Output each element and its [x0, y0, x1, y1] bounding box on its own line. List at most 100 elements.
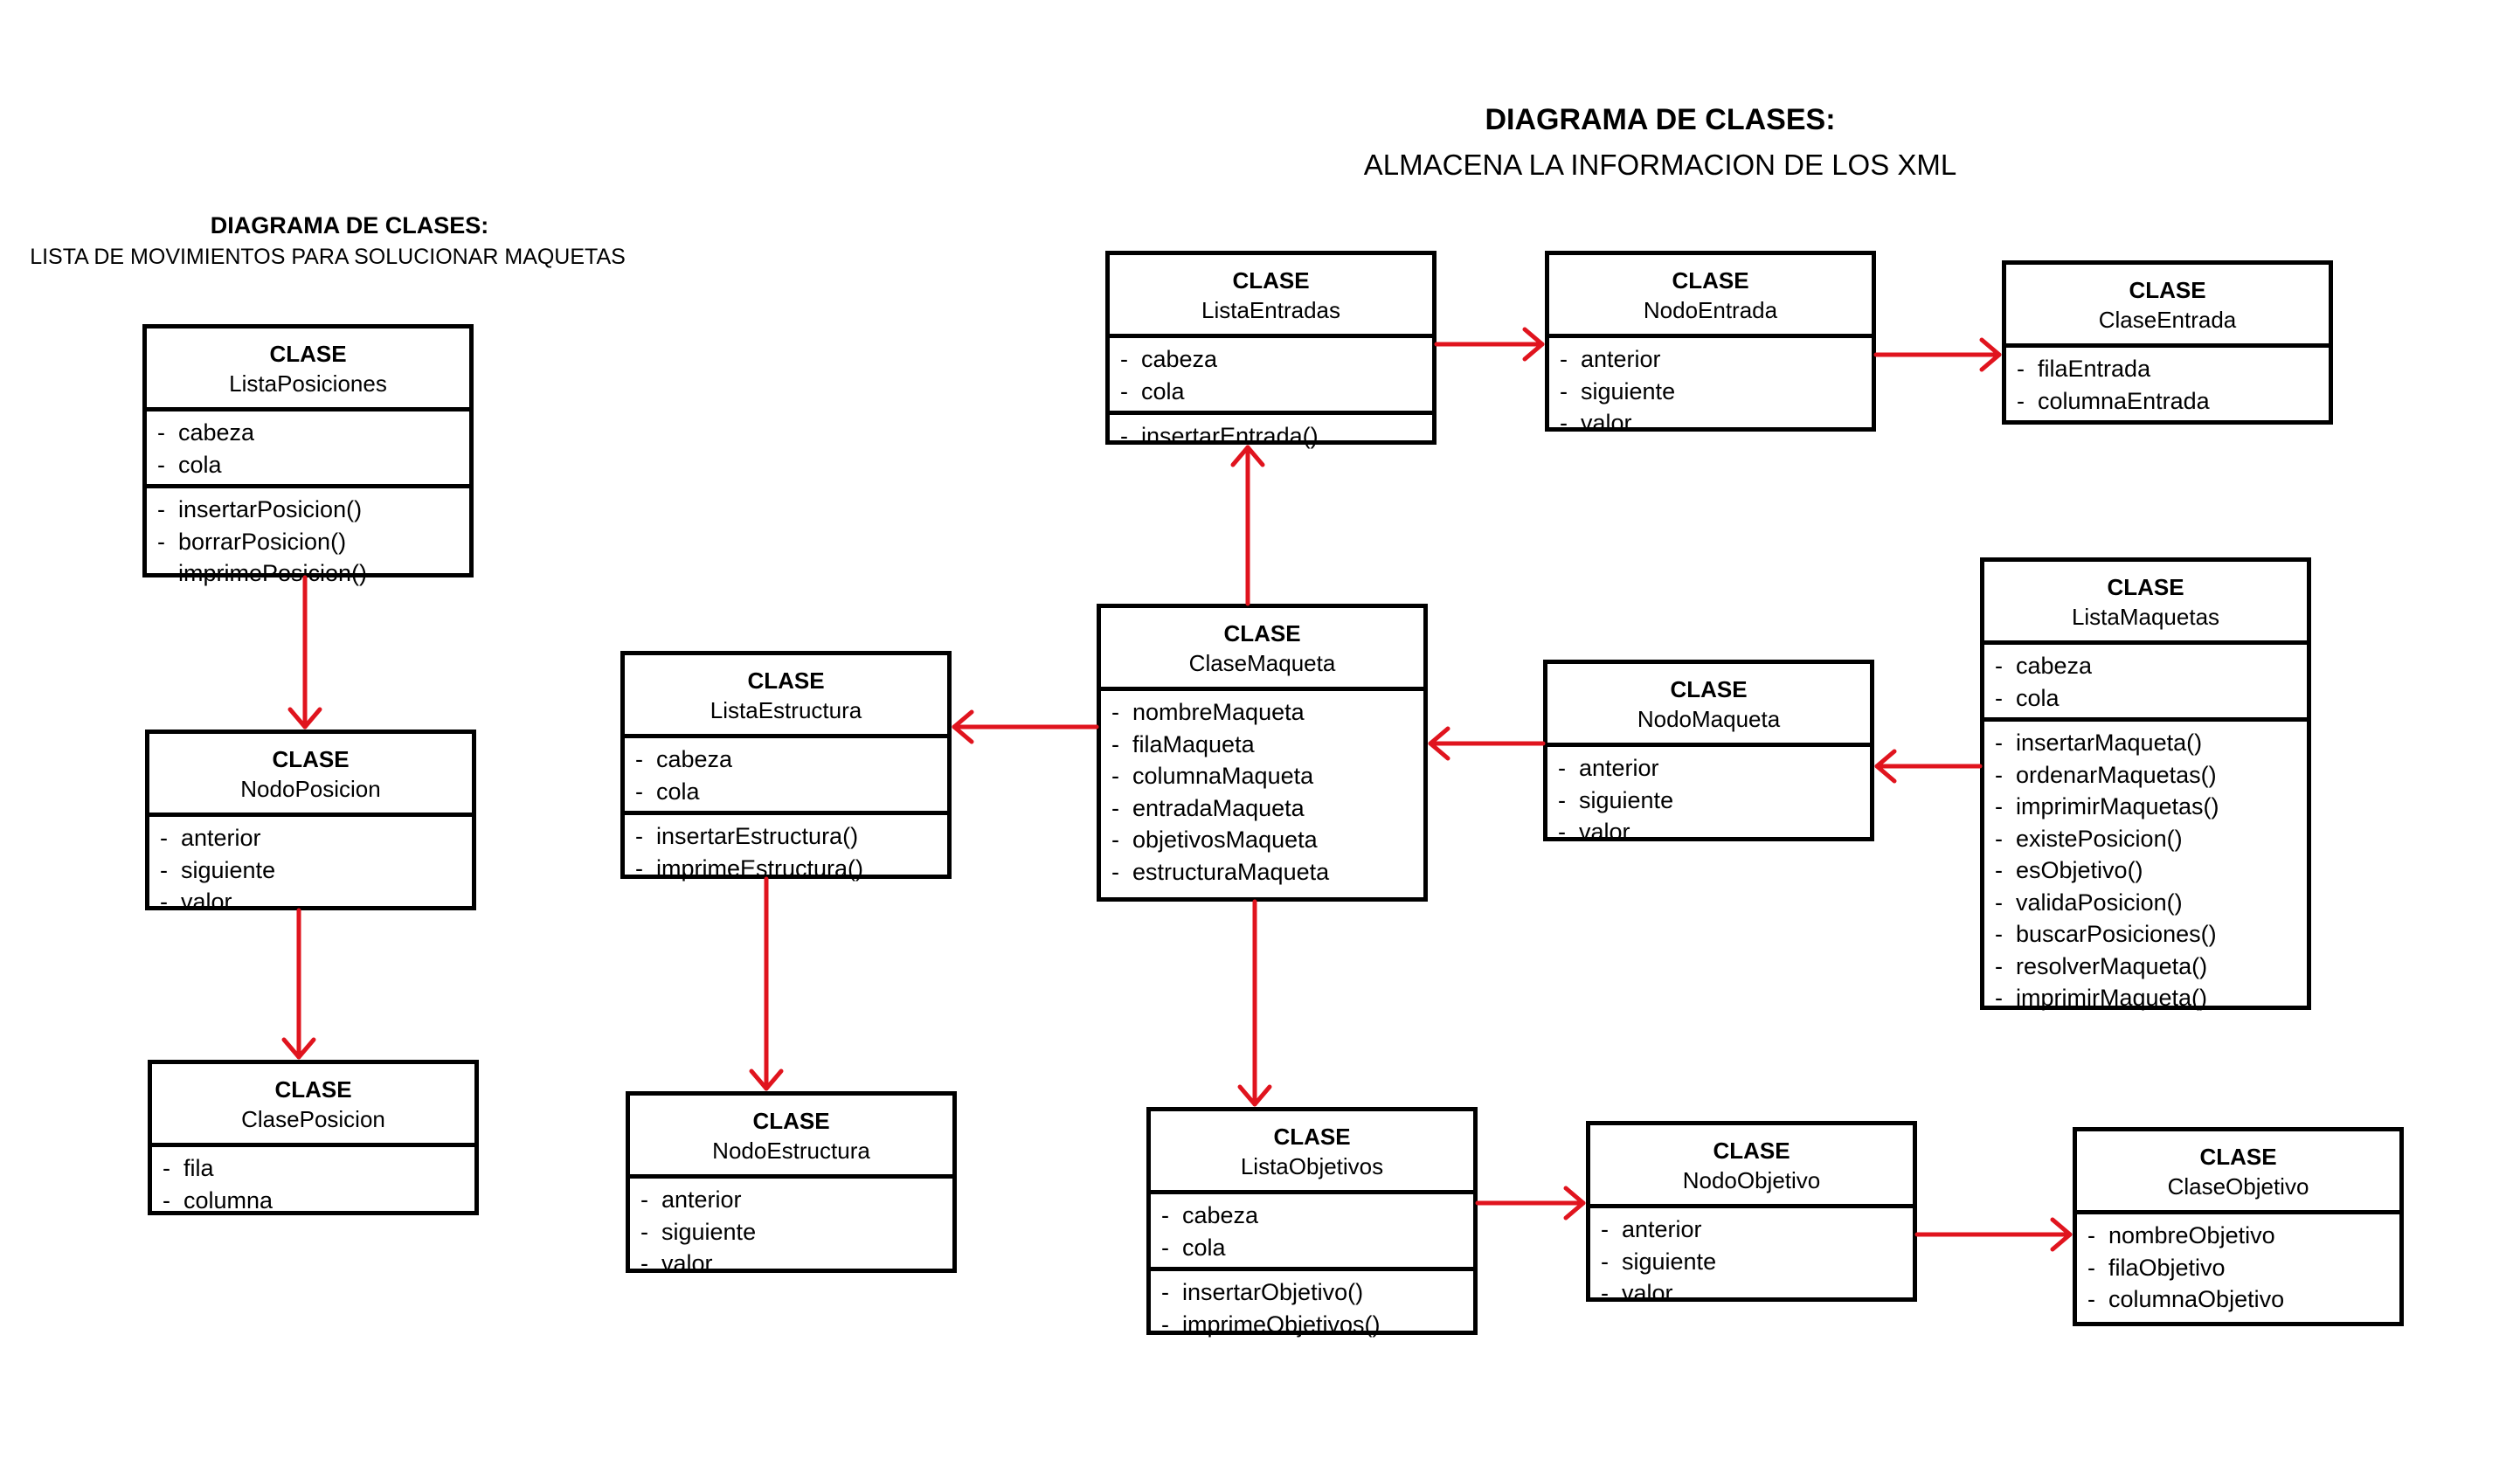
bullet-dash: - [1995, 684, 2003, 711]
method-borrar-posicion: -borrarPosicion() [157, 526, 459, 558]
attributes-section: -cabeza-cola [1151, 1194, 1473, 1271]
class-name: ListaEstructura [710, 697, 862, 723]
attributes-section: -cabeza-cola [1984, 645, 2307, 722]
method-insertar-entrada: -insertarEntrada() [1120, 420, 1422, 453]
class-header: CLASE ListaObjetivos [1151, 1111, 1473, 1194]
attribute-label: valor [181, 889, 232, 915]
attribute-fila-objetivo: -filaObjetivo [2087, 1252, 2389, 1284]
bullet-dash: - [1161, 1279, 1169, 1305]
attribute-label: cola [1141, 377, 1185, 405]
class-keyword: CLASE [1670, 676, 1748, 702]
attribute-label: cabeza [656, 746, 733, 772]
method-imprime-objetivos: -imprimeObjetivos() [1161, 1309, 1463, 1341]
attribute-label: cabeza [1182, 1202, 1259, 1228]
bullet-dash: - [2017, 387, 2025, 414]
attribute-label: entradaMaqueta [1132, 794, 1305, 821]
attribute-valor: -valor [160, 886, 461, 918]
attribute-anterior: -anterior [160, 822, 461, 854]
bullet-dash: - [160, 825, 168, 851]
class-keyword: CLASE [274, 1076, 352, 1103]
attribute-label: valor [1579, 819, 1630, 845]
bullet-dash: - [1120, 423, 1128, 449]
left-diagram-subtitle: LISTA DE MOVIMIENTOS PARA SOLUCIONAR MAQ… [30, 245, 626, 269]
attributes-section: -cabeza-cola [147, 411, 469, 488]
attribute-label: valor [661, 1250, 713, 1276]
attribute-label: columnaObjetivo [2108, 1286, 2285, 1312]
attribute-label: siguiente [1581, 377, 1676, 405]
bullet-dash: - [1995, 825, 2003, 852]
class-keyword: CLASE [1713, 1138, 1790, 1164]
bullet-dash: - [640, 1218, 648, 1245]
attribute-cola: -cola [1120, 376, 1422, 408]
attribute-label: cola [1182, 1234, 1226, 1261]
bullet-dash: - [1111, 794, 1119, 821]
bullet-dash: - [635, 854, 643, 882]
methods-section: -insertarMaqueta()-ordenarMaquetas()-imp… [1984, 722, 2307, 1018]
method-label: imprimirMaquetas() [2016, 793, 2219, 819]
attribute-siguiente: -siguiente [160, 854, 461, 887]
attribute-label: valor [1581, 410, 1632, 436]
attribute-cabeza: -cabeza [1161, 1200, 1463, 1232]
attribute-label: nombreMaqueta [1132, 699, 1305, 725]
attribute-columna: -columna [163, 1185, 464, 1217]
bullet-dash: - [1995, 857, 2003, 883]
bullet-dash: - [2087, 1254, 2095, 1281]
attributes-section: -anterior-siguiente-valor [1549, 338, 1872, 443]
method-label: esObjetivo() [2016, 857, 2143, 883]
attribute-anterior: -anterior [1560, 343, 1861, 376]
bullet-dash: - [1560, 346, 1568, 372]
bullet-dash: - [2087, 1222, 2095, 1248]
method-label: imprimePosicion() [178, 560, 368, 586]
arrowhead-nodomaqueta [1874, 749, 1897, 784]
method-imprimir-maquetas: -imprimirMaquetas() [1995, 791, 2296, 823]
class-name: NodoEstructura [712, 1138, 870, 1164]
attribute-objetivos-maqueta: -objetivosMaqueta [1111, 824, 1413, 856]
method-imprimir-maqueta: -imprimirMaqueta() [1995, 982, 2296, 1014]
bullet-dash: - [1161, 1310, 1169, 1338]
bullet-dash: - [157, 528, 165, 555]
methods-section: -insertarEntrada() [1110, 415, 1432, 456]
bullet-dash: - [1111, 858, 1119, 885]
bullet-dash: - [1558, 819, 1566, 845]
bullet-dash: - [640, 1250, 648, 1276]
method-ordenar-maquetas: -ordenarMaquetas() [1995, 759, 2296, 792]
class-name: ClaseObjetivo [2167, 1173, 2309, 1200]
attribute-valor: -valor [1560, 407, 1861, 439]
bullet-dash: - [1995, 889, 2003, 916]
attribute-fila-maqueta: -filaMaqueta [1111, 729, 1413, 761]
method-label: imprimeObjetivos() [1182, 1310, 1381, 1338]
class-name: ListaObjetivos [1240, 1153, 1384, 1179]
attribute-label: columna [183, 1186, 273, 1214]
method-insertar-maqueta: -insertarMaqueta() [1995, 727, 2296, 759]
method-label: ordenarMaquetas() [2016, 761, 2217, 788]
attribute-label: anterior [1579, 755, 1659, 781]
attribute-label: fila [183, 1155, 214, 1181]
attribute-label: cola [178, 451, 222, 478]
attribute-valor: -valor [640, 1248, 942, 1280]
attributes-section: -nombreObjetivo-filaObjetivo-columnaObje… [2077, 1214, 2399, 1319]
class-keyword: CLASE [269, 341, 347, 367]
attribute-label: siguiente [1622, 1248, 1717, 1275]
attribute-label: cola [2016, 684, 2060, 711]
method-valida-posicion: -validaPosicion() [1995, 887, 2296, 919]
attribute-anterior: -anterior [640, 1184, 942, 1216]
class-name: NodoMaqueta [1637, 706, 1781, 732]
method-insertar-posicion: -insertarPosicion() [157, 494, 459, 526]
attribute-cola: -cola [157, 449, 459, 481]
bullet-dash: - [1120, 346, 1128, 372]
class-header: CLASE NodoMaqueta [1547, 664, 1870, 747]
bullet-dash: - [640, 1186, 648, 1213]
class-keyword: CLASE [1273, 1124, 1351, 1150]
method-existe-posicion: -existePosicion() [1995, 823, 2296, 855]
